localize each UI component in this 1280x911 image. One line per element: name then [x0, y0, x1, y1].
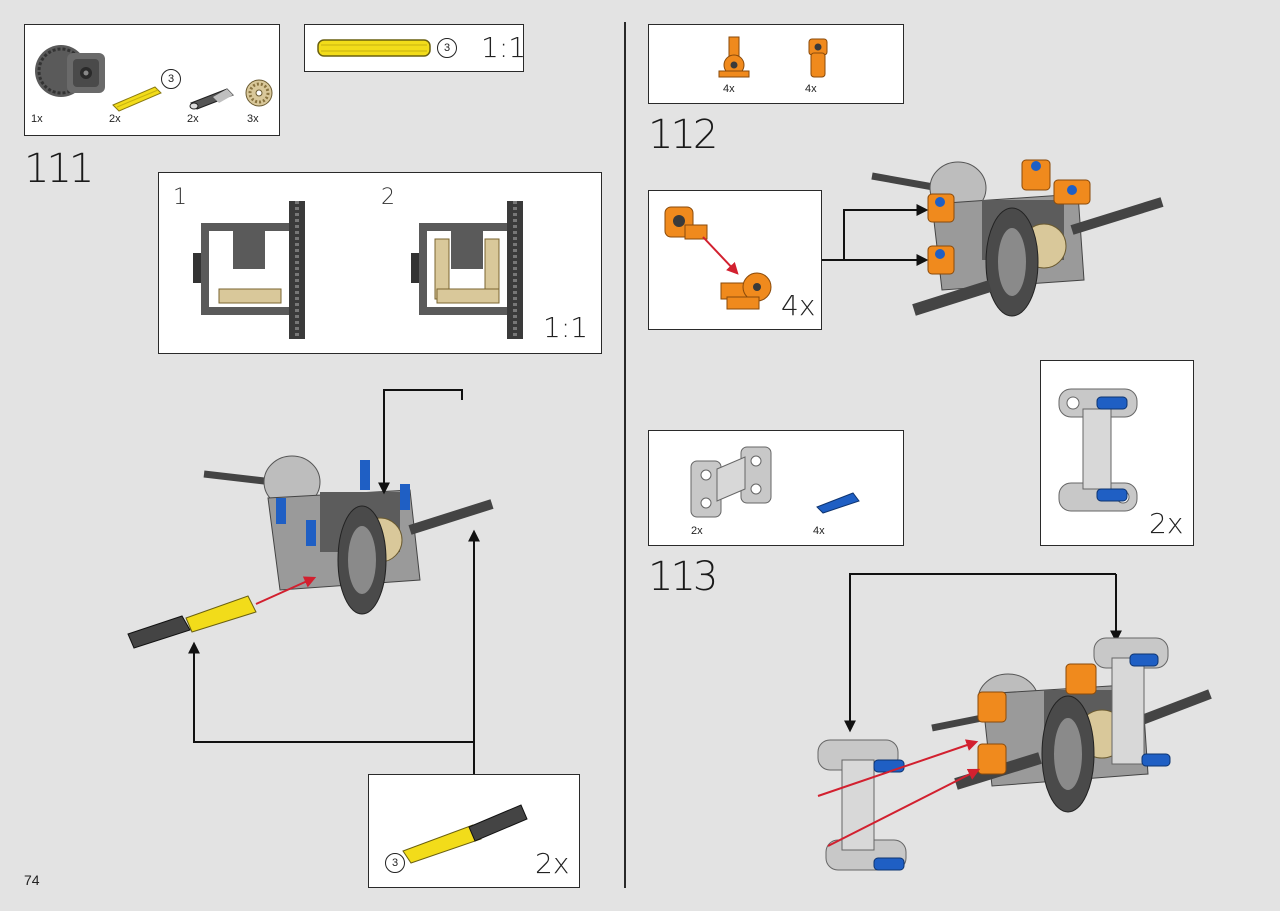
part-qty-yellow-axle: 2x [109, 113, 121, 125]
part-qty-dark-connector: 2x [187, 113, 199, 125]
sub-step-1-label: 1 [173, 185, 187, 210]
column-divider [624, 22, 626, 888]
step-number-113: 113 [648, 554, 718, 600]
blue-pin-icon [816, 492, 860, 514]
page-number: 74 [24, 872, 40, 888]
parts-list-111: 1x 3 2x 2x 3x [24, 24, 280, 136]
differential-housing-icon [35, 45, 105, 97]
part-qty-h-beam: 2x [691, 525, 703, 537]
h-beam-icon [690, 446, 772, 518]
callout-qty: 2x [1149, 507, 1184, 540]
scale-label: 1:1 [543, 311, 589, 344]
part-qty-bevel-gear: 3x [247, 113, 259, 125]
beam-callout-113: 2x [1040, 360, 1194, 546]
callout-qty: 2x [535, 847, 570, 880]
bevel-gear-icon [245, 79, 273, 107]
part-qty-orange-pin: 4x [805, 83, 817, 95]
dark-axle-connector-icon [189, 88, 234, 110]
orange-axle-pin-connector-icon [718, 36, 750, 78]
parts-list-113: 2x 4x [648, 430, 904, 546]
connector-callout-112: 4x [648, 190, 822, 330]
assembly-111 [127, 389, 494, 775]
housing-view-empty [193, 201, 305, 339]
assembly-112 [822, 159, 1164, 317]
parts-list-112: 4x 4x [648, 24, 904, 104]
step-number-112: 112 [648, 112, 718, 158]
callout-qty: 4x [781, 289, 816, 322]
yellow-axle-icon [112, 86, 162, 112]
axle-scale-reference: 3 1:1 [304, 24, 527, 72]
axle-callout: 3 2x [368, 774, 580, 888]
orange-pin-connector-icon [808, 38, 828, 78]
length-marker: 3 [437, 38, 457, 58]
assembly-113 [817, 573, 1212, 871]
length-marker: 3 [385, 853, 405, 873]
length-marker: 3 [161, 69, 181, 89]
h-beam-pins-icon [1058, 388, 1138, 512]
sub-step-callout: 1 2 1:1 [158, 172, 602, 354]
sub-step-2-label: 2 [381, 185, 395, 210]
connector-assembly-icon [664, 206, 772, 310]
part-qty-blue-pin: 4x [813, 525, 825, 537]
part-qty-orange-axle-pin: 4x [723, 83, 735, 95]
step-number-111: 111 [24, 146, 94, 192]
part-qty-housing: 1x [31, 113, 43, 125]
yellow-axle-icon [317, 39, 431, 57]
housing-view-gears [411, 201, 523, 339]
axle-connector-icon [402, 804, 528, 864]
scale-label: 1:1 [481, 31, 527, 64]
